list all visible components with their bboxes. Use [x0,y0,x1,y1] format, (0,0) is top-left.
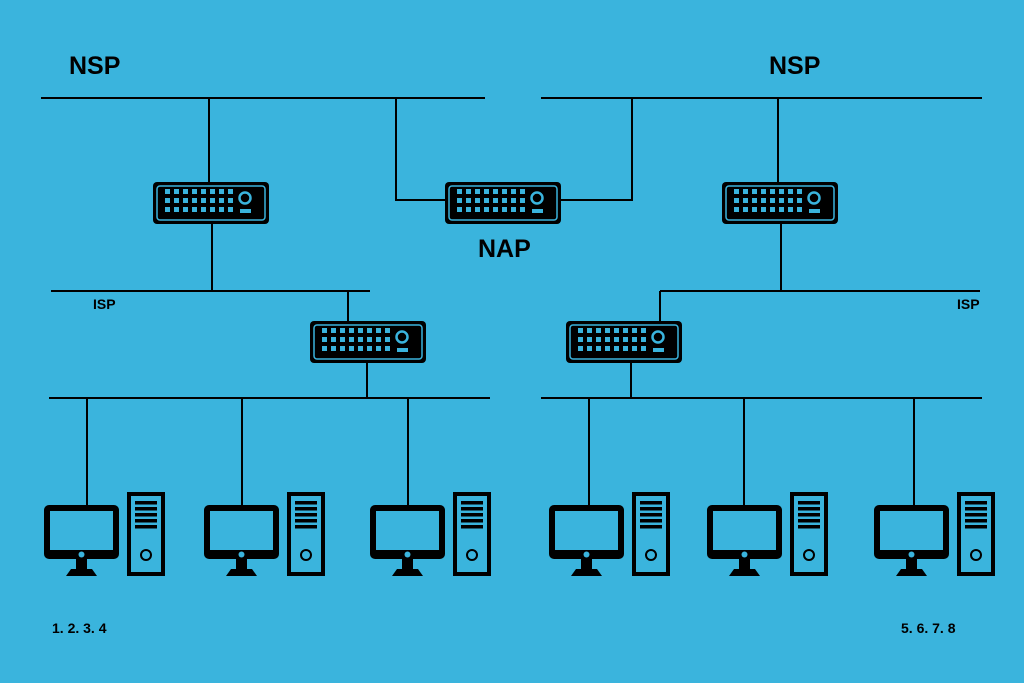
hosts-left-label: 1. 2. 3. 4 [52,620,107,636]
nsp-right-label: NSP [769,52,821,80]
link-nap-nsp-right [558,98,633,201]
router-icon [308,319,428,365]
nap-label: NAP [478,235,531,263]
nsp-left-label: NSP [69,52,121,80]
router-icon [443,180,563,226]
desktop-computer-icon [548,491,671,577]
router-icon [720,180,840,226]
desktop-computer-icon [43,491,166,577]
desktop-computer-icon [873,491,996,577]
desktop-computer-icon [203,491,326,577]
isp-right-label: ISP [957,296,980,312]
connection-lines [41,97,982,505]
hosts-right-label: 5. 6. 7. 8 [901,620,956,636]
isp-left-label: ISP [93,296,116,312]
desktop-computer-icon [369,491,492,577]
desktop-computer-icon [706,491,829,577]
link-nsp-left-nap [395,98,447,201]
router-icon [564,319,684,365]
router-icon [151,180,271,226]
